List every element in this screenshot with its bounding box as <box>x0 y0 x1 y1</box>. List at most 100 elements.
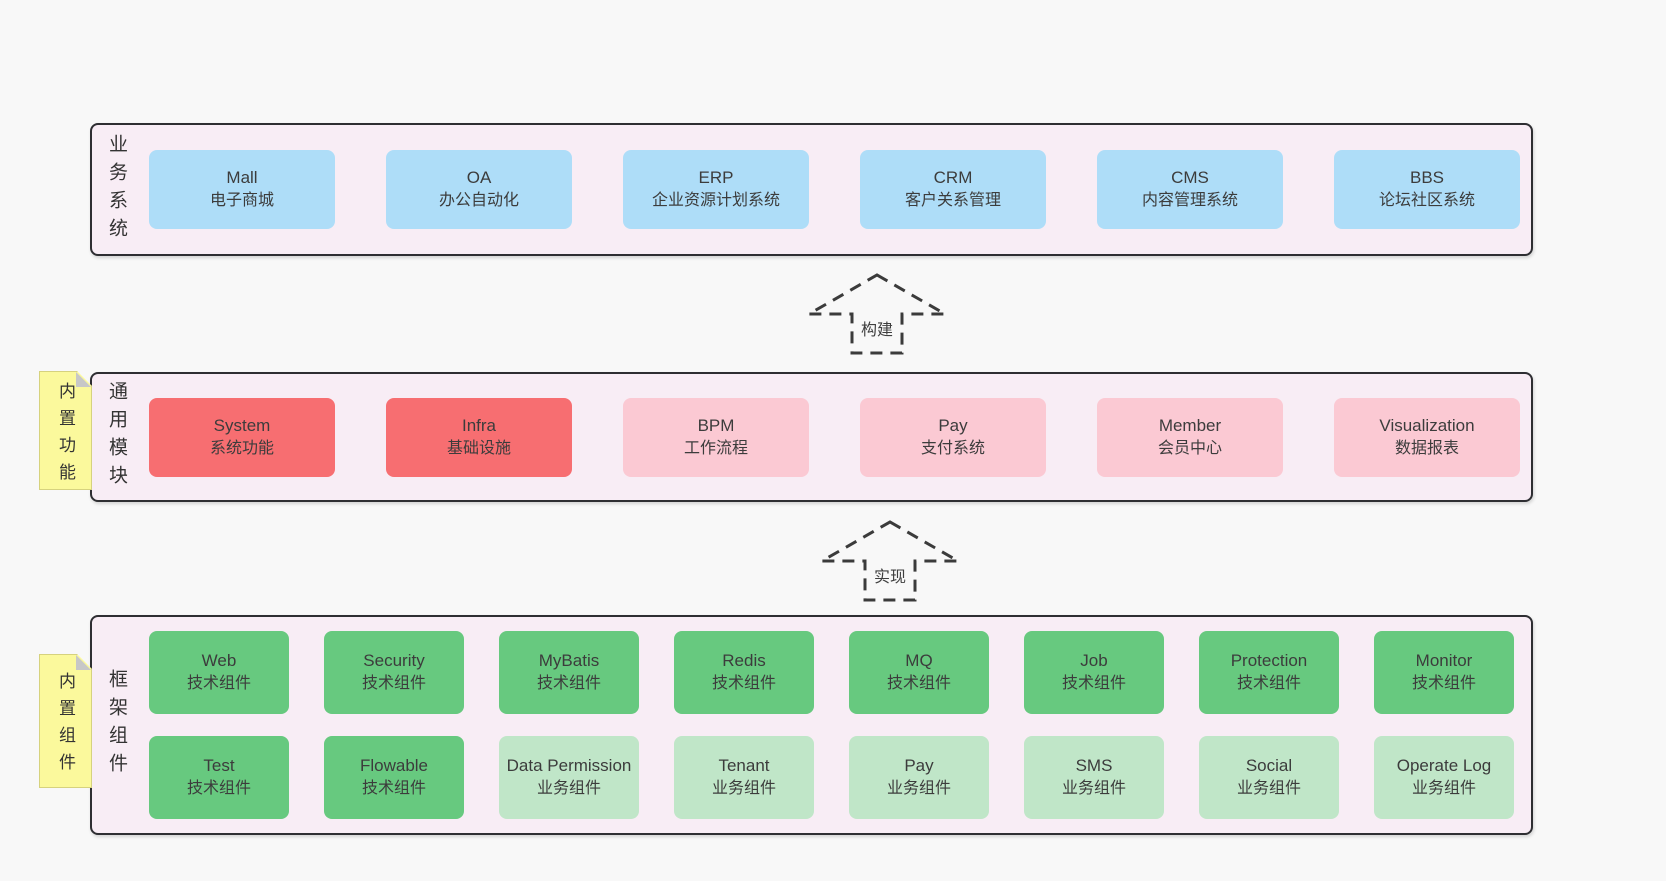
note-built-in-components: 内置组件 <box>39 654 92 788</box>
module-box-title: Mall <box>226 168 258 188</box>
module-box-title: Visualization <box>1379 415 1475 435</box>
implement-arrow-label: 实现 <box>870 562 910 588</box>
module-box-social: Social 业务组件 <box>1199 736 1339 819</box>
module-box-title: Infra <box>461 415 497 435</box>
module-box-subtitle: 电子商城 <box>209 192 274 210</box>
module-box-member: Member 会员中心 <box>1097 397 1283 477</box>
module-box-subtitle: 技术组件 <box>1236 675 1301 693</box>
module-box-title: Pay <box>904 756 934 776</box>
build-arrow-label: 构建 <box>857 315 897 341</box>
module-box-subtitle: 基础设施 <box>446 439 511 457</box>
implement-arrow: 实现 <box>819 519 961 603</box>
module-box-subtitle: 数据报表 <box>1394 439 1459 457</box>
up-arrow-icon <box>819 520 961 602</box>
module-box-title: Pay <box>938 415 968 435</box>
module-box-subtitle: 支付系统 <box>920 439 985 457</box>
module-box-title: SMS <box>1075 756 1113 776</box>
module-box-subtitle: 企业资源计划系统 <box>651 192 780 210</box>
module-box-visualization: Visualization 数据报表 <box>1334 397 1520 477</box>
module-box-title: Web <box>201 651 237 671</box>
module-box-subtitle: 技术组件 <box>186 780 251 798</box>
module-box-protection: Protection 技术组件 <box>1199 631 1339 714</box>
module-box-pay: Pay 业务组件 <box>849 736 989 819</box>
layer-label-framework-components: 框架组件 <box>106 669 127 781</box>
layer-label-business-systems: 业务系统 <box>106 133 127 246</box>
module-box-subtitle: 业务组件 <box>886 780 951 798</box>
module-box-title: Data Permission <box>506 756 632 776</box>
module-row: System 系统功能 Infra 基础设施 BPM 工作流程 Pay 支付系统 Member 会… <box>149 397 1531 477</box>
up-arrow-icon <box>806 273 948 355</box>
module-box-title: Member <box>1158 415 1222 435</box>
module-box-subtitle: 技术组件 <box>361 675 426 693</box>
module-box-mq: MQ 技术组件 <box>849 631 989 714</box>
note-text: 内置组件 <box>56 672 75 780</box>
note-built-in-features: 内置功能 <box>39 371 92 490</box>
module-box-title: Security <box>363 651 425 671</box>
module-box-monitor: Monitor 技术组件 <box>1374 631 1514 714</box>
module-box-subtitle: 业务组件 <box>1061 780 1126 798</box>
module-box-pay: Pay 支付系统 <box>860 397 1046 477</box>
module-box-subtitle: 内容管理系统 <box>1141 192 1238 210</box>
folded-corner-icon <box>76 655 91 670</box>
module-box-title: Flowable <box>359 756 429 776</box>
module-box-title: Monitor <box>1415 651 1473 671</box>
module-box-subtitle: 技术组件 <box>711 675 776 693</box>
note-text: 内置功能 <box>56 381 75 490</box>
module-box-subtitle: 业务组件 <box>711 780 776 798</box>
module-box-subtitle: 客户关系管理 <box>904 192 1001 210</box>
module-box-sms: SMS 业务组件 <box>1024 736 1164 819</box>
folded-corner-icon <box>76 372 91 387</box>
module-box-mall: Mall 电子商城 <box>149 150 335 229</box>
module-box-title: MQ <box>905 651 933 671</box>
module-box-subtitle: 技术组件 <box>1411 675 1476 693</box>
module-box-job: Job 技术组件 <box>1024 631 1164 714</box>
module-box-test: Test 技术组件 <box>149 736 289 819</box>
module-box-title: BBS <box>1409 168 1445 188</box>
module-box-title: Operate Log <box>1396 756 1492 776</box>
module-box-title: Redis <box>722 651 766 671</box>
module-box-data-permission: Data Permission 业务组件 <box>499 736 639 819</box>
module-box-subtitle: 业务组件 <box>1236 780 1301 798</box>
build-arrow: 构建 <box>806 272 948 356</box>
module-box-subtitle: 技术组件 <box>886 675 951 693</box>
layer-common-modules: 通用模块 System 系统功能 Infra 基础设施 BPM 工作流程 Pay 支付系统 Me… <box>90 372 1533 502</box>
module-box-title: ERP <box>698 168 734 188</box>
module-box-subtitle: 会员中心 <box>1157 439 1222 457</box>
module-box-title: Social <box>1245 756 1293 776</box>
module-box-title: BPM <box>697 415 735 435</box>
module-box-subtitle: 业务组件 <box>536 780 601 798</box>
module-box-subtitle: 业务组件 <box>1411 780 1476 798</box>
module-box-title: System <box>213 415 271 435</box>
module-box-title: Tenant <box>718 756 770 776</box>
module-box-subtitle: 技术组件 <box>536 675 601 693</box>
layer-rows: System 系统功能 Infra 基础设施 BPM 工作流程 Pay 支付系统 Member 会… <box>149 397 1531 477</box>
module-box-security: Security 技术组件 <box>324 631 464 714</box>
module-box-system: System 系统功能 <box>149 397 335 477</box>
module-box-crm: CRM 客户关系管理 <box>860 150 1046 229</box>
module-box-subtitle: 工作流程 <box>683 439 748 457</box>
module-box-title: OA <box>466 168 492 188</box>
module-box-operate-log: Operate Log 业务组件 <box>1374 736 1514 819</box>
module-box-subtitle: 技术组件 <box>1061 675 1126 693</box>
module-box-title: Protection <box>1230 651 1308 671</box>
module-box-subtitle: 系统功能 <box>209 439 274 457</box>
module-box-title: CRM <box>933 168 973 188</box>
module-box-erp: ERP 企业资源计划系统 <box>623 150 809 229</box>
layer-label-common-modules: 通用模块 <box>106 381 127 493</box>
module-box-bpm: BPM 工作流程 <box>623 397 809 477</box>
module-box-title: Job <box>1080 651 1108 671</box>
module-box-title: Test <box>203 756 235 776</box>
